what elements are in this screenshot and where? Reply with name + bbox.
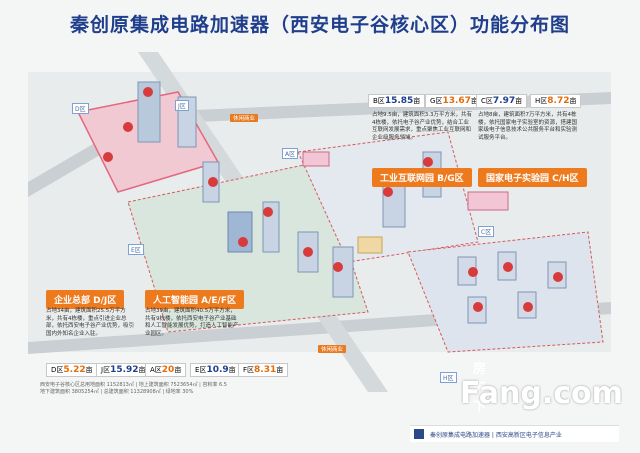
- leisure-tag-top: 休闲商业: [230, 114, 259, 122]
- stat-c: C区7.97亩: [476, 94, 528, 108]
- stat-g: G区13.67亩: [425, 94, 483, 108]
- zone-label-d: D区: [72, 103, 89, 114]
- leisure-tag-bottom: 休闲商业: [318, 345, 347, 353]
- stat-d: D区5.22亩: [46, 363, 98, 377]
- footer-line: 西安电子谷核心区总用地面积 1152813㎡ | 地上建筑面积 7523654㎡…: [40, 382, 227, 388]
- stat-j: J区15.92亩: [96, 363, 151, 377]
- stat-b: B区15.85亩: [368, 94, 426, 108]
- callout-enterprise-hq: 企业总部 D/J区: [46, 290, 125, 309]
- zone-label-c: C区: [478, 226, 495, 237]
- desc-bg: 占地9.5亩，建筑面积3.3万平方米，共有4栋楼，依托电子谷产业优势，结合工业互…: [372, 112, 472, 141]
- watermark-cn: 房天下: [473, 362, 489, 415]
- page-title: 秦创原集成电路加速器（西安电子谷核心区）功能分布图: [69, 14, 570, 36]
- zone-label-j: J区: [175, 100, 189, 111]
- zone-label-a: A区: [282, 148, 299, 159]
- desc-ch: 占地8亩，建筑面积7万平方米，共有4栋楼，依托国家电子实验室的资源，搭建国家级电…: [478, 112, 578, 141]
- footer-line: 地下建筑面积 3805254㎡ | 总建筑面积 11328908㎡ | 绿地率 …: [40, 389, 194, 395]
- bottom-bar: 秦创原集成电路加速器 | 西安高新区电子信息产业: [410, 425, 619, 442]
- building: [357, 236, 383, 254]
- desc-dj: 占地34亩，建筑面积25.5万平方米，共有4栋楼，重点引进企业总部，依托西安电子…: [46, 308, 135, 337]
- zone-label-e: E区: [128, 244, 144, 255]
- building: [467, 191, 509, 211]
- stat-e: E区10.9亩: [190, 363, 241, 377]
- footer-stats: 西安电子谷核心区总用地面积 1152813㎡ | 地上建筑面积 7523654㎡…: [40, 382, 400, 396]
- building: [302, 151, 330, 167]
- zone-label-h: H区: [440, 372, 457, 383]
- watermark-en: Fang.com: [460, 376, 623, 411]
- markers: [103, 87, 563, 312]
- building: [137, 81, 161, 143]
- brand-logo-icon: [414, 429, 424, 439]
- callout-national-lab: 国家电子实验园 C/H区: [478, 168, 587, 187]
- stat-f: F区8.31亩: [238, 363, 289, 377]
- callout-industry-internet: 工业互联网园 B/G区: [372, 168, 472, 187]
- bottom-bar-text: 秦创原集成电路加速器 | 西安高新区电子信息产业: [430, 431, 562, 439]
- stat-h: H区8.72亩: [530, 94, 582, 108]
- building: [332, 246, 354, 298]
- callout-ai-park: 人工智能园 A/E/F区: [145, 290, 244, 309]
- stat-a: A区20亩: [145, 363, 187, 377]
- site-map: [28, 52, 611, 392]
- desc-aef: 占地39亩，建筑面积40.5万平方米，共有9栋楼，依托西安电子谷产业基础和人工智…: [145, 308, 239, 337]
